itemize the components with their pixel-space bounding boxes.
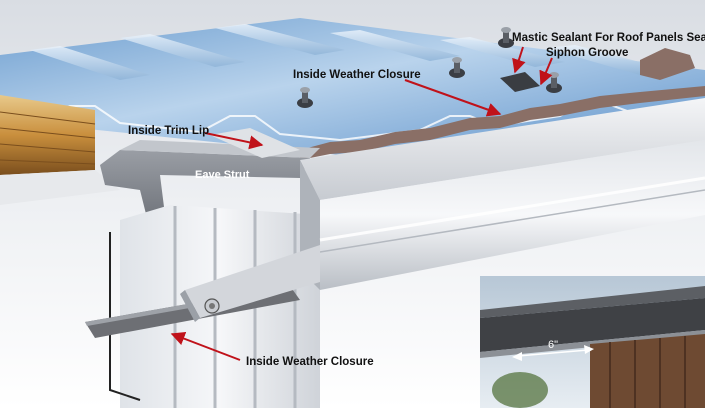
inset-photo: 6" (480, 276, 705, 408)
label-inside-trim-lip: Inside Trim Lip (128, 125, 209, 137)
arrow-weather-closure-bottom (170, 331, 241, 361)
arrow-siphon (539, 57, 553, 86)
label-eave-strut: Eave Strut (195, 169, 250, 181)
fasteners (204, 27, 562, 314)
screw-icon (498, 27, 514, 48)
label-mastic-sealant: Mastic Sealant For Roof Panels Seams (512, 32, 705, 44)
arrow-weather-closure-top (404, 79, 502, 117)
dimension-label: 6" (548, 339, 558, 351)
wood-deck (0, 95, 120, 205)
dimension-line (517, 349, 589, 357)
roof-panels (0, 18, 705, 155)
label-siphon-groove: Siphon Groove (546, 47, 628, 59)
label-inside-weather-closure-bottom: Inside Weather Closure (246, 356, 374, 368)
bolt-icon (204, 298, 220, 314)
label-inside-weather-closure-top: Inside Weather Closure (293, 69, 421, 81)
mastic-sealant-bead (500, 72, 540, 92)
arrow-mastic (512, 46, 526, 74)
screw-icon (449, 57, 465, 78)
eave-trim (180, 98, 705, 322)
leader-arrows (170, 46, 553, 361)
screw-icon (297, 87, 313, 108)
closure-strip-top (300, 86, 705, 160)
ridge-closure (640, 48, 695, 80)
arrow-trim-lip (204, 132, 264, 150)
